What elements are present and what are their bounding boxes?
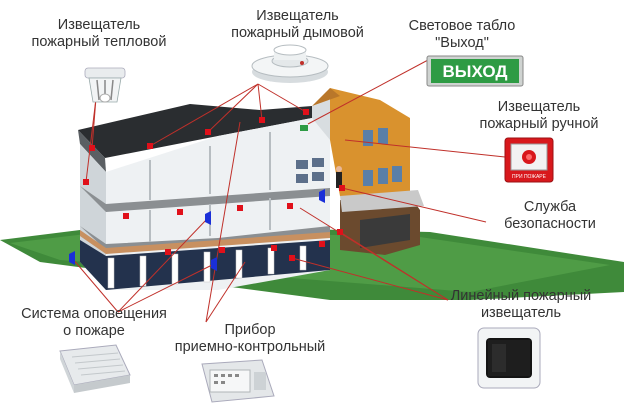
leader-line [85,97,97,183]
detector-marker [319,241,325,247]
label-alarm-system-line1: Система оповещения [21,306,167,322]
floor-beam-orange [80,230,330,254]
leader-lines [71,59,506,323]
floor-slab-3 [80,186,330,212]
label-exit-sign-line1: Световое табло [408,18,516,34]
label-heat-detector: Извещатель пожарный тепловой [8,17,190,51]
manual-call-point-text: ПРИ ПОЖАРЕ [512,174,547,180]
label-manual-call-point-line1: Извещатель [497,99,581,115]
label-control-panel-line2: приемно-контрольный [174,339,326,355]
detector-marker [89,145,95,151]
alarm-speaker-device [59,344,131,393]
label-security-service: Служба безопасности [488,199,612,233]
label-alarm-system: Система оповещения о пожаре [4,306,184,340]
label-heat-detector-line1: Извещатель [57,17,141,33]
detector-marker [219,247,225,253]
leader-line [299,207,449,301]
speaker-marker [319,189,325,203]
label-exit-sign: Световое табло "Выход" [392,18,532,52]
leader-line [257,83,263,121]
detector-marker [271,245,277,251]
leader-line [149,83,259,147]
label-linear-detector: Линейный пожарный извещатель [428,288,614,322]
label-smoke-detector-line2: пожарный дымовой [231,25,364,41]
label-heat-detector-line2: пожарный тепловой [31,34,167,50]
detector-marker [177,209,183,215]
detector-marker [303,109,309,115]
security-officer [336,172,342,188]
detector-marker [339,185,345,191]
leader-line [205,261,246,323]
detector-marker [205,129,211,135]
heat-detector-device [84,67,126,103]
detector-marker [237,205,243,211]
leader-line [71,257,119,313]
detector-marker [287,203,293,209]
leader-line [344,139,506,158]
exit-sign-text: ВЫХОД [443,62,508,81]
leader-line [207,83,259,133]
label-smoke-detector: Извещатель пожарный дымовой [205,8,390,42]
floor-slab-2 [80,226,330,250]
label-smoke-detector-line1: Извещатель [256,8,339,24]
label-linear-detector-line1: Линейный пожарный [450,288,592,304]
label-manual-call-point: Извещатель пожарный ручной [458,99,620,133]
detector-marker [123,213,129,219]
leader-line [307,59,429,125]
detector-marker [147,143,153,149]
leader-line [205,121,241,323]
speaker-marker [69,251,75,265]
building [78,88,424,290]
canopy [340,190,424,212]
leader-line [291,257,449,301]
leader-line [117,263,215,313]
detector-marker [337,229,343,235]
speaker-marker [205,211,211,225]
detector-marker [289,255,295,261]
label-control-panel: Прибор приемно-контрольный [150,322,350,356]
smoke-detector-device [251,44,329,83]
label-security-service-line2: безопасности [504,216,596,232]
linear-detector-device [477,327,541,389]
markers [69,109,345,271]
detector-marker [259,117,265,123]
manual-call-point-device: ПРИ ПОЖАРЕ [504,137,554,183]
monitor [296,160,308,169]
roof-slab [78,104,312,158]
exit-sign-device: ВЫХОД [426,55,524,87]
leader-line [341,187,487,223]
control-panel-device [201,359,275,403]
leader-line [117,217,209,313]
label-manual-call-point-line2: пожарный ручной [479,116,599,132]
detector-marker [165,249,171,255]
label-security-service-line1: Служба [523,199,577,215]
detector-marker [83,179,89,185]
label-control-panel-line1: Прибор [224,322,276,338]
speaker-marker [211,257,217,271]
label-alarm-system-line2: о пожаре [63,323,125,339]
leader-line [257,83,307,113]
label-exit-sign-line2: "Выход" [435,35,489,51]
label-linear-detector-line2: извещатель [480,305,562,321]
